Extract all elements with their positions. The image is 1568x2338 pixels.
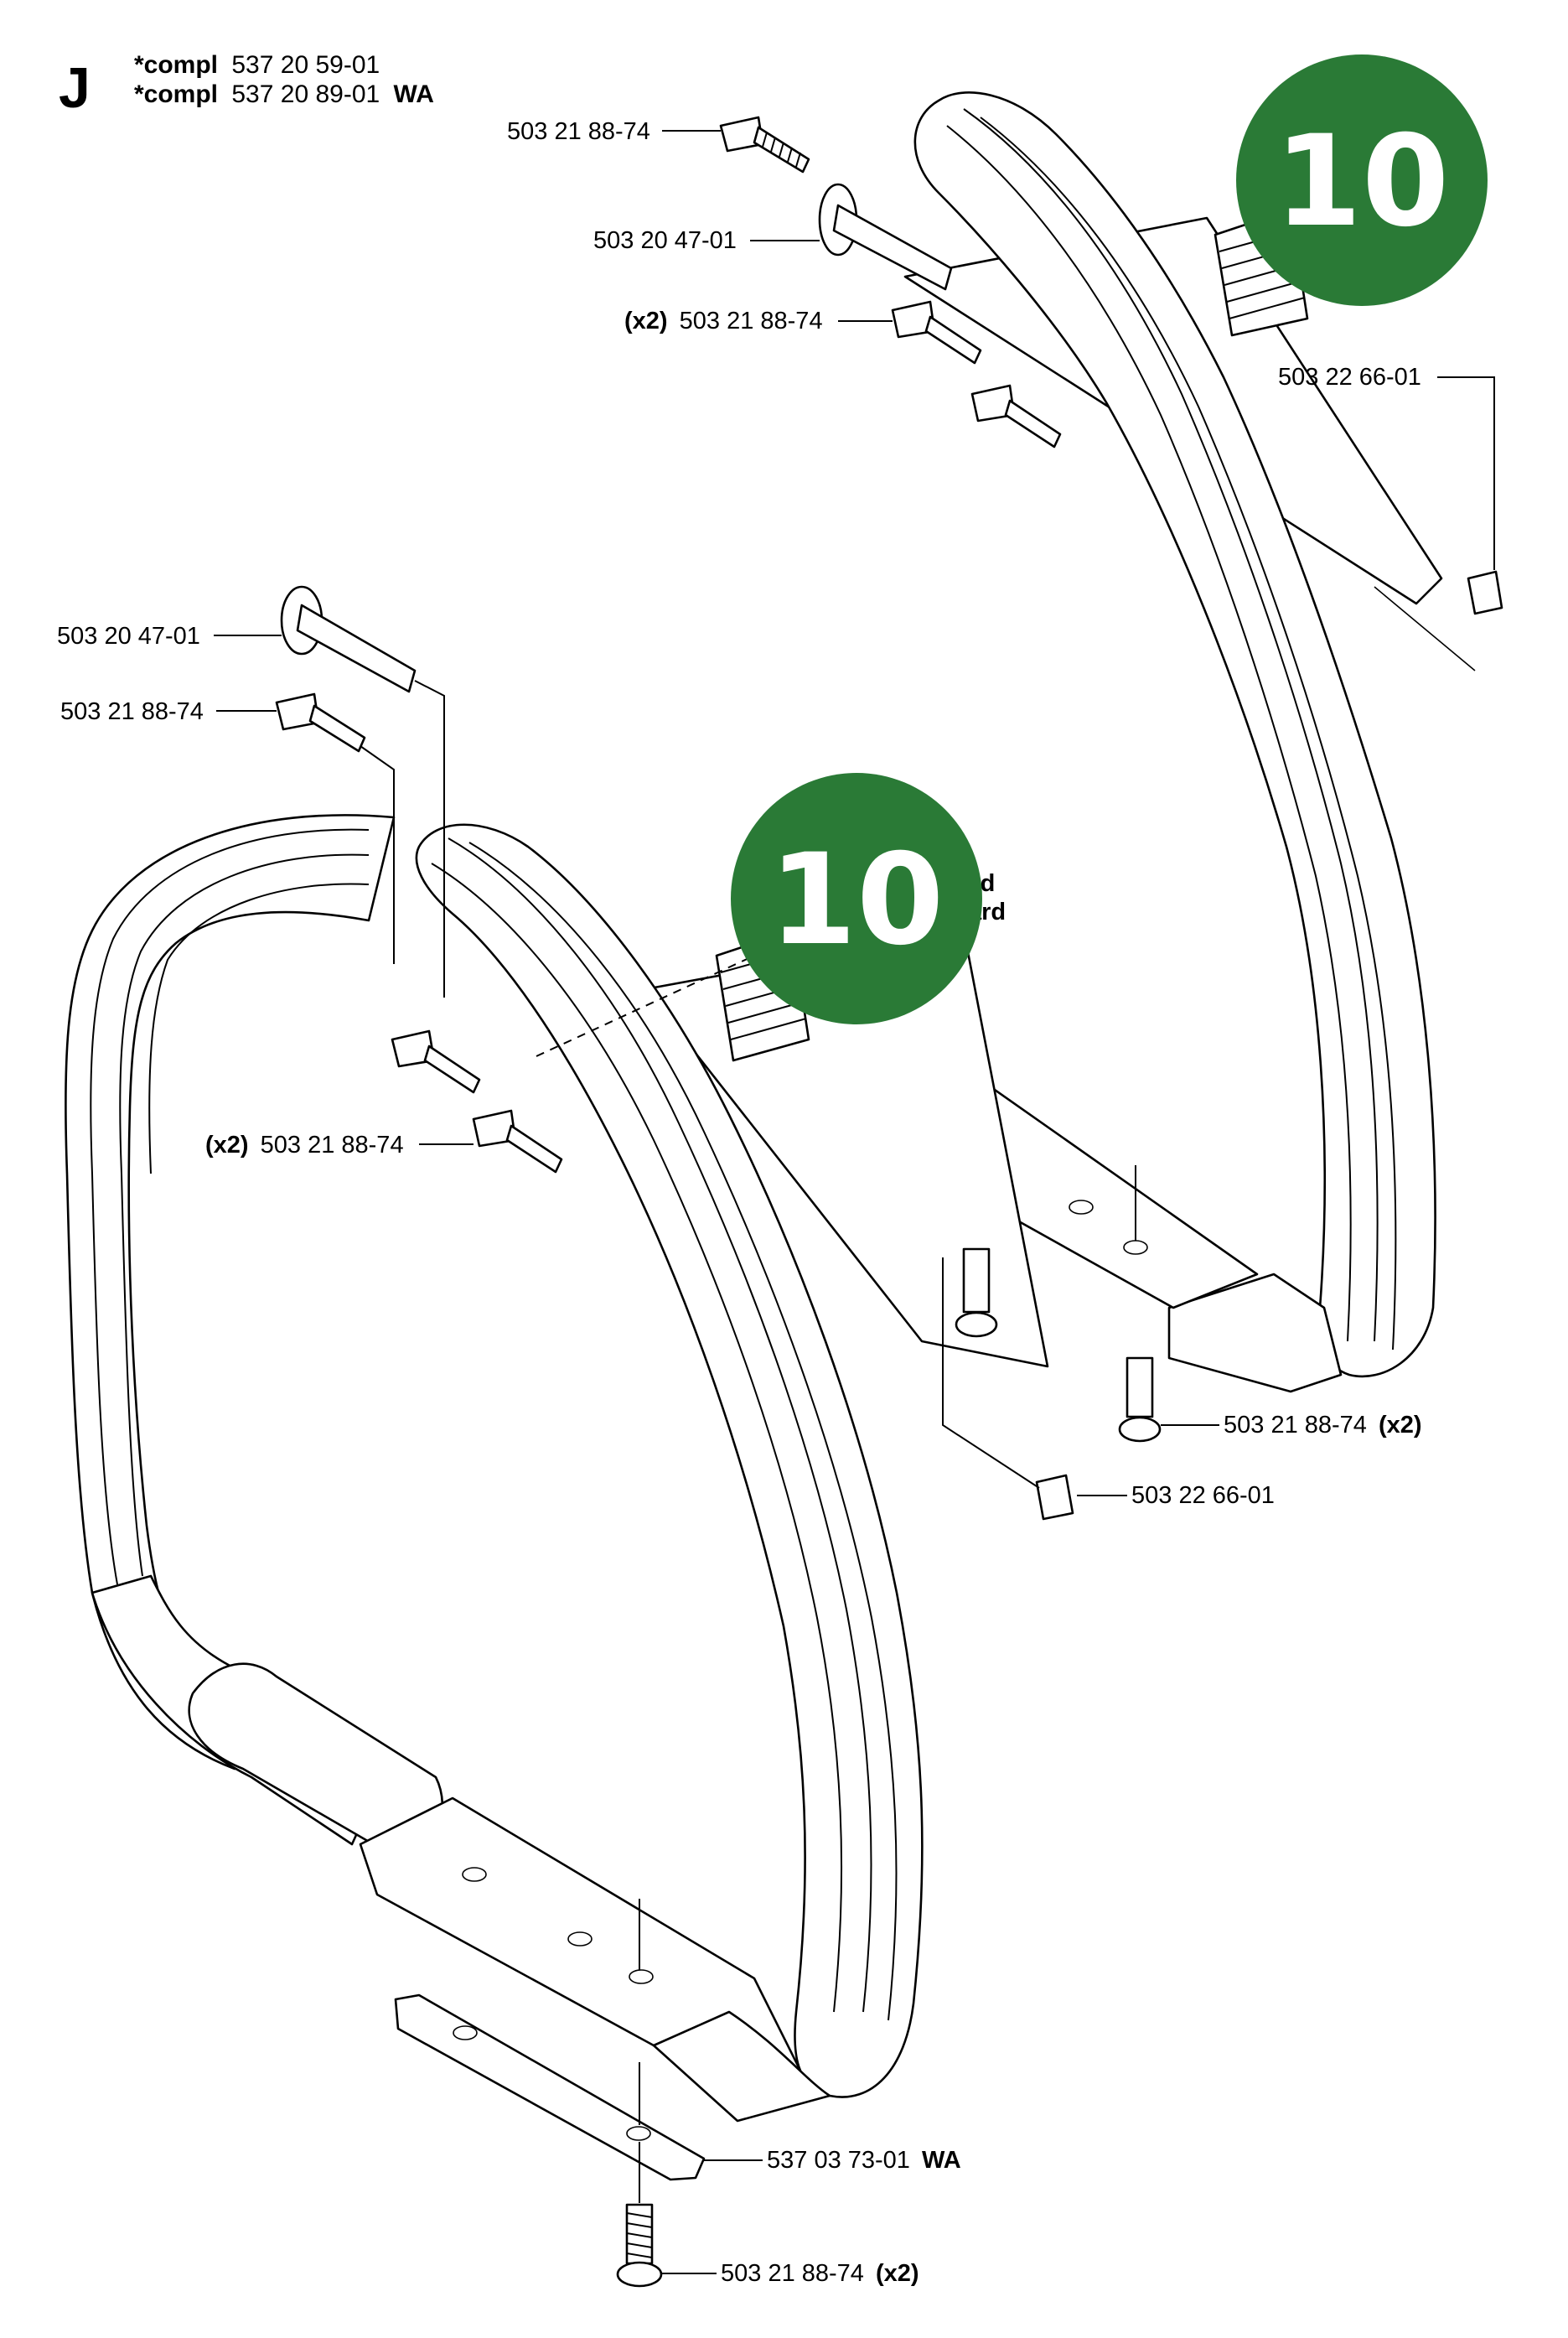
mid-nut-icon: [1035, 1474, 1074, 1521]
badge-upper-value: 10: [1275, 109, 1450, 255]
lower-grip-icon: [415, 823, 924, 2098]
label-left-pin-number: 503 20 47-01: [57, 623, 200, 650]
guide-mid-nut: [942, 1257, 1040, 1489]
mid-bolt-b-shank: [1126, 1356, 1154, 1418]
header-line-2-number: 537 20 89-01: [231, 80, 380, 108]
badge-upper-circle: [1236, 54, 1488, 306]
bottom-bolt-head: [616, 2261, 663, 2288]
label-plate: 537 03 73-01 WA: [767, 2147, 961, 2174]
left-bolts-x2: [391, 1029, 563, 1174]
label-plate-qty: WA: [922, 2147, 961, 2174]
label-upper-bolts-x2: (x2) 503 21 88-74: [624, 308, 823, 334]
label-upper-pin-number: 503 20 47-01: [593, 227, 737, 254]
handlebar-icon: [913, 91, 1436, 1378]
upper-bolt: [719, 116, 810, 174]
mid-bolts-x2: [955, 1247, 1162, 1443]
label-upper-bolts-x2-number: 503 21 88-74: [680, 308, 823, 334]
label-mid-bolts-x2-number: 503 21 88-74: [1224, 1412, 1367, 1439]
label-left-bolts-x2: (x2) 503 21 88-74: [205, 1132, 404, 1159]
badge-lower-value: 10: [769, 827, 944, 973]
label-upper-bolt: 503 21 88-74: [507, 118, 650, 145]
badge-lower-circle: [731, 773, 982, 1024]
header-line-1: *compl 537 20 59-01: [134, 51, 380, 79]
leader-upper-nut: [1437, 376, 1495, 570]
upper-grip-rib-3: [946, 125, 1352, 1342]
label-upper-nut-number: 503 22 66-01: [1278, 364, 1421, 391]
lower-grip-end: [652, 2010, 831, 2123]
upper-bolt-b-shank: [1004, 399, 1062, 448]
separate-plate-hole-2: [626, 2126, 651, 2141]
lower-handlebar: [65, 814, 1049, 2123]
upper-handlebar: [887, 91, 1476, 1393]
upper-bolt-thread: [762, 132, 801, 168]
lower-grip-rib-2: [468, 842, 898, 2021]
label-left-bolts-x2-number: 503 21 88-74: [261, 1132, 404, 1159]
lower-loop-rib-2: [119, 853, 370, 1577]
upper-bracket-edge: [1374, 586, 1476, 671]
label-bottom-bolts-x2-number: 503 21 88-74: [721, 2260, 864, 2287]
upper-pin: [818, 183, 953, 291]
lower-loop-rib-1: [90, 828, 370, 1585]
upper-pin-shank: [832, 204, 953, 291]
bottom-bolts-x2: [616, 2142, 663, 2288]
upper-bolts-x2: [891, 300, 1062, 448]
left-bolt: [275, 692, 366, 753]
lower-handlebar-loop-icon: [65, 814, 396, 1770]
badge-upper: td ard 10: [1236, 54, 1488, 306]
label-bottom-bolts-x2-qty: (x2): [876, 2260, 919, 2287]
lower-assembly-dash-2: [536, 955, 755, 1057]
label-mid-bolts-x2: 503 21 88-74 (x2): [1224, 1412, 1422, 1439]
upper-grip-rib-1: [963, 108, 1379, 1342]
label-left-bolt-number: 503 21 88-74: [60, 698, 204, 725]
lower-foot-hole-3: [629, 1969, 654, 1984]
guide-left-pin: [414, 680, 445, 998]
label-plate-number: 537 03 73-01: [767, 2147, 910, 2174]
lower-foot-hole-1: [462, 1867, 487, 1882]
left-pin: [280, 585, 417, 693]
separate-plate-hole-1: [453, 2025, 478, 2040]
label-left-bolts-x2-qty: (x2): [205, 1132, 249, 1159]
header-line-2-suffix: WA: [394, 80, 434, 108]
left-bolt-b-shank: [505, 1124, 563, 1174]
header-line-1-number: 537 20 59-01: [231, 51, 380, 79]
left-bolt-shank: [308, 704, 366, 753]
mid-bolt-b-head: [1118, 1416, 1162, 1443]
label-left-bolt: 503 21 88-74: [60, 698, 204, 725]
guide-left-bolt: [360, 745, 395, 964]
lower-loop-rib-3: [148, 883, 370, 1174]
header-line-2-prefix: *compl: [134, 80, 218, 108]
mid-bolt-a-head: [955, 1311, 998, 1338]
lower-grip-rib-3: [431, 863, 843, 2013]
label-upper-bolts-x2-qty: (x2): [624, 308, 668, 334]
upper-bolt-a-shank: [924, 315, 982, 365]
upper-foot-icon: [1167, 1273, 1343, 1393]
label-mid-nut: 503 22 66-01: [1131, 1482, 1275, 1509]
label-bottom-bolts-x2: 503 21 88-74 (x2): [721, 2260, 919, 2287]
nut-icon: [1467, 570, 1503, 615]
label-upper-nut: 503 22 66-01: [1278, 364, 1421, 391]
upper-plate-hole-2: [1069, 1200, 1094, 1215]
label-mid-nut-number: 503 22 66-01: [1131, 1482, 1275, 1509]
upper-grip-rib-2: [980, 117, 1397, 1350]
label-upper-bolt-number: 503 21 88-74: [507, 118, 650, 145]
header-line-2: *compl 537 20 89-01 WA: [134, 80, 434, 108]
left-bolt-a-shank: [423, 1045, 481, 1094]
left-pin-shank: [296, 604, 417, 693]
badge-lower: td ard 10: [731, 773, 1006, 1024]
section-letter: J: [59, 56, 91, 120]
lower-grip-rib-1: [448, 837, 872, 2013]
header-line-1-prefix: *compl: [134, 51, 218, 79]
label-mid-bolts-x2-qty: (x2): [1379, 1412, 1422, 1439]
lower-foot-hole-2: [567, 1931, 593, 1947]
mid-bolt-a-shank: [962, 1247, 991, 1314]
bottom-bolt-thread: [626, 2212, 653, 2258]
label-left-pin: 503 20 47-01: [57, 623, 200, 650]
label-upper-pin: 503 20 47-01: [593, 227, 737, 254]
